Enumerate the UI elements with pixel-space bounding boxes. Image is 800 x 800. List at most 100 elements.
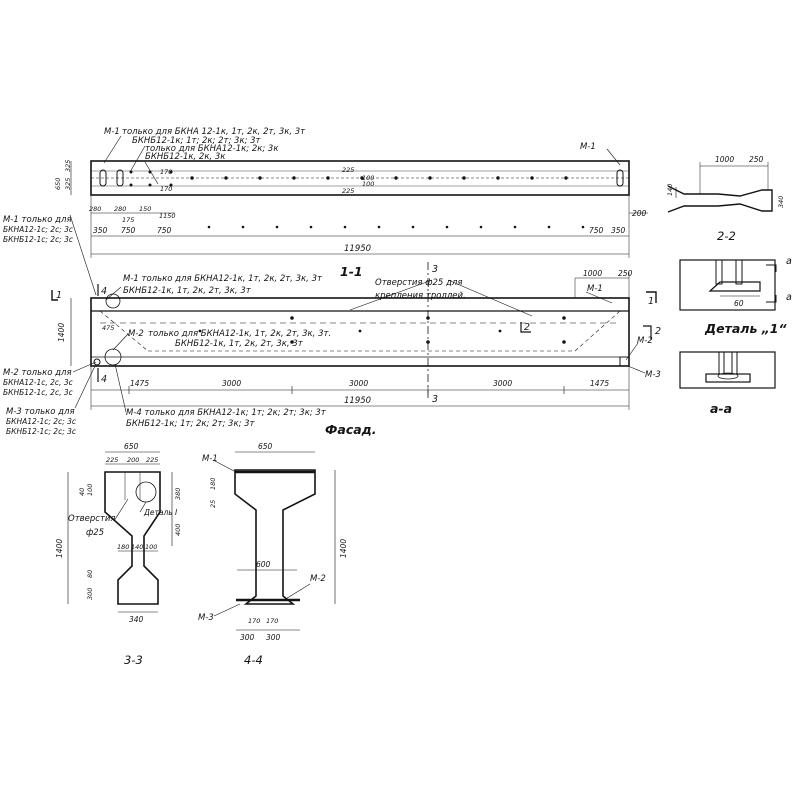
detail-1-anchor: [735, 259, 743, 285]
facade-hole: [562, 340, 566, 344]
facade-dim-3000b: 3000: [349, 379, 368, 388]
facade-dim-1475b: 1475: [590, 379, 609, 388]
plan-hole: [530, 176, 534, 180]
facade-leader: [74, 365, 96, 409]
plan-slot-right: [616, 169, 624, 187]
facade-label-m1: М-1: [587, 284, 603, 294]
section-3-3-dim-400: 400: [174, 524, 182, 536]
plan-anchor-mark: [377, 225, 381, 229]
plan-hole: [129, 170, 133, 174]
plan-view: [69, 135, 648, 296]
plan-anchor-mark: [581, 225, 585, 229]
plan-dim-170a: 170: [160, 168, 172, 176]
section-4-4-leader: [212, 459, 237, 473]
section-3-3: [67, 451, 173, 613]
section-4-4-dim-300a: 300: [240, 633, 255, 642]
detail-1-cut-a-top: [766, 264, 777, 272]
facade-dim-11950: 11950: [344, 396, 371, 406]
section-3-3-text: 650 225 200 225 40 100 380 400 1400 Отве…: [55, 442, 182, 667]
facade-leader: [447, 279, 533, 317]
facade-m2-only-b: БКНБ12-1с, 2с, 3с: [3, 388, 74, 397]
detail-1-text: а а 60 Деталь „1“: [704, 256, 792, 336]
facade-view: [51, 262, 657, 413]
section-2-2-profile: [667, 185, 773, 213]
plan-hole: [326, 176, 330, 180]
section-3-3-dim-80: 80: [86, 570, 94, 578]
section-3-3-dim-1400: 1400: [55, 539, 64, 558]
plan-hole: [148, 170, 152, 174]
plan-note-1: только для БКНА 12-1к, 1т, 2к, 2т, 3к, 3…: [122, 127, 306, 137]
plan-dim-225a: 225: [342, 166, 354, 174]
section-4-4-dim-180: 180: [209, 478, 217, 490]
plan-hole: [190, 176, 194, 180]
plan-m1-note: М-1 только для: [3, 215, 72, 225]
section-4-4-leader: [213, 603, 241, 617]
section-4-4-profile: [234, 469, 316, 605]
section-2-2: [667, 162, 773, 213]
plan-label-m1-right: М-1: [580, 142, 596, 152]
plan-dim-170b: 170: [160, 185, 172, 193]
section-4-4-leader: [283, 583, 311, 601]
plan-hole: [169, 170, 173, 174]
plan-m1-note-a: БКНА12-1с; 2с; 3с: [3, 225, 74, 234]
plan-dim-280a: 280: [89, 205, 101, 213]
facade-m3-only-a: БКНА12-1с; 2с; 3с: [6, 417, 77, 426]
facade-holes: [198, 316, 566, 344]
plan-holes: [129, 170, 585, 229]
section-3-3-dim-40: 40: [78, 488, 86, 496]
facade-dim-1400: 1400: [57, 323, 66, 342]
section-3-3-detail-circle: [135, 481, 157, 503]
plan-dim-1150: 1150: [159, 212, 176, 220]
facade-leader: [105, 286, 122, 301]
detail-1-cut-a-bot: [766, 295, 777, 303]
section-2-2-dim-340: 340: [777, 196, 785, 208]
facade-m2-only-a: БКНА12-1с, 2с, 3с: [3, 378, 74, 387]
plan-slot-left-2: [116, 169, 124, 187]
section-a-a-body: [679, 351, 776, 389]
detail-1-body: [679, 259, 776, 311]
facade-hole: [358, 329, 362, 333]
facade-hole: [562, 316, 566, 320]
plan-leader: [606, 148, 621, 166]
section-a-a-plate: [705, 373, 751, 383]
facade-dim-1475a: 1475: [130, 379, 149, 388]
facade-dim-3000a: 3000: [222, 379, 241, 388]
facade-hole: [498, 329, 502, 333]
facade-mark-4-bot: 4: [101, 374, 107, 385]
facade-dim-475: 475: [102, 324, 114, 332]
plan-dim-150: 150: [139, 205, 151, 213]
facade-mark-2-inner: 2: [524, 322, 530, 333]
section-3-3-dim-100b: 100: [145, 543, 157, 551]
plan-hole: [258, 176, 262, 180]
facade-hole: [426, 316, 430, 320]
facade-mark-3-bot: 3: [432, 394, 438, 405]
section-3-3-dim-225a: 225: [106, 456, 118, 464]
section-3-3-dim-180: 180: [117, 543, 129, 551]
plan-anchor-mark: [513, 225, 517, 229]
section-3-3-holes-d: ф25: [86, 528, 104, 538]
facade-note-m4b: БКНБ12-1к; 1т; 2к; 2т; 3к; 3т: [126, 419, 256, 429]
plan-dim-280b: 280: [114, 205, 126, 213]
section-marker-1-left: [51, 290, 58, 301]
section-4-4-dim-25: 25: [209, 500, 217, 508]
plan-hole: [292, 176, 296, 180]
section-2-2-dim-140: 140: [666, 184, 674, 196]
section-marker-2: [643, 325, 652, 340]
section-3-3-dim-650: 650: [124, 442, 139, 451]
plan-label-m1-left: М-1: [104, 127, 120, 137]
facade-mark-1-left: 1: [56, 290, 62, 301]
section-3-3-dim-300: 300: [86, 588, 94, 600]
section-a-a: [679, 351, 776, 389]
plan-leader: [144, 161, 159, 185]
detail-1-a-top: а: [786, 256, 792, 267]
section-2-2-dim-1000: 1000: [715, 155, 734, 164]
plan-text: М-1 только для БКНА 12-1к, 1т, 2к, 2т, 3…: [3, 127, 647, 254]
facade-hole: [426, 340, 430, 344]
facade-note-m4: М-4 только для БКНА12-1к; 1т; 2к; 2т; 3к…: [126, 408, 327, 418]
facade-dim-1000: 1000: [583, 269, 602, 278]
section-3-3-dim-100: 100: [86, 484, 94, 496]
facade-leader: [112, 333, 129, 351]
section-3-3-profile: [104, 471, 161, 605]
facade-section-1-1: 1-1: [340, 264, 363, 279]
plan-anchor-mark: [479, 225, 483, 229]
